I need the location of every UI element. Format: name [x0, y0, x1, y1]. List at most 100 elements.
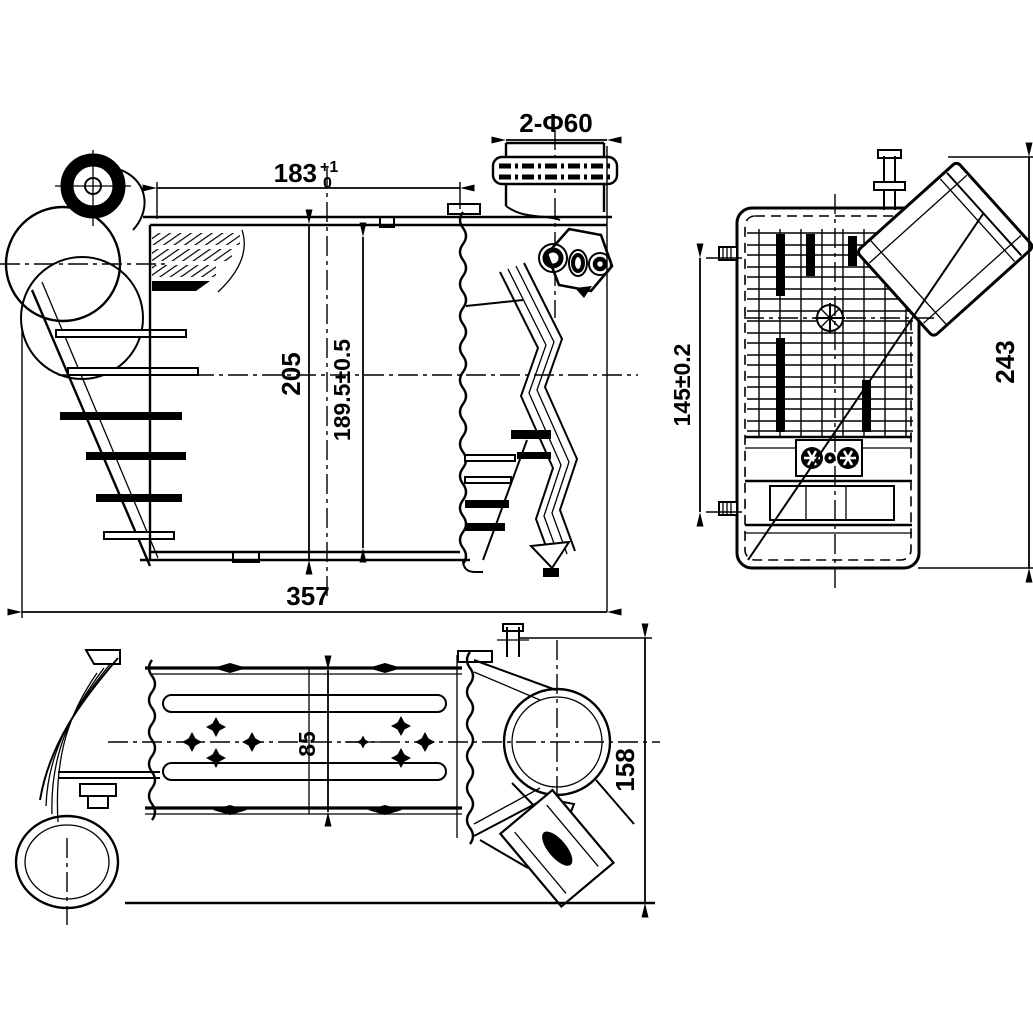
- pin-body: [718, 501, 738, 516]
- front-left-tank: [30, 281, 199, 567]
- dim-tank-height-value: 205: [276, 352, 306, 395]
- side-outlet-duct: [857, 161, 1033, 337]
- dim-pipe-diameter-value: 2-Φ60: [519, 108, 592, 138]
- bottom-body: [145, 659, 462, 821]
- front-inlet-pipe: [4, 205, 144, 380]
- side-fastener-plate: [795, 439, 863, 477]
- left-tank-serrated-edge: [147, 659, 157, 821]
- weld-star: [391, 716, 411, 736]
- dim-side-overall-height-value: 243: [990, 340, 1020, 383]
- duct-step: [79, 783, 117, 797]
- dim-core-width: 183 +1 0: [142, 158, 475, 219]
- tank-rib: [55, 329, 187, 338]
- dim-bottom-overall-depth: 158: [520, 623, 652, 918]
- bottom-clamp-bolt: [497, 623, 529, 657]
- dim-mount-pin-span-value: 145±0.2: [669, 344, 695, 427]
- tank-rib: [67, 367, 199, 376]
- sensor-port-bore: [571, 253, 585, 273]
- dim-core-depth-value: 85: [294, 731, 320, 757]
- inlet-flange-circle: [4, 205, 122, 323]
- outlet-neck-curve: [505, 205, 561, 221]
- bracket-rung: [517, 452, 551, 459]
- tank-cap: [457, 650, 493, 663]
- weld-star: [415, 732, 435, 752]
- dim-side-overall-height: 243: [918, 142, 1033, 583]
- side-centerlines: [744, 194, 938, 590]
- outlet-pipe-bore: [511, 696, 603, 788]
- core-foot: [232, 551, 260, 563]
- dim-bottom-overall-depth-value: 158: [610, 748, 640, 791]
- duct-step: [87, 795, 109, 809]
- tank-rib: [465, 523, 505, 531]
- weld-star: [206, 748, 226, 768]
- fin-hatch: [152, 233, 240, 245]
- dimensions: 183 +1 0 2-Φ60 205 189.5±0.5 357 145±0.2: [7, 108, 1033, 918]
- side-lower-strip: [769, 485, 895, 521]
- fin-hatch: [152, 249, 232, 261]
- side-view: [718, 149, 1033, 590]
- duct-body: [857, 161, 1033, 337]
- weld-star: [242, 732, 262, 752]
- dim-core-width-tol-upper: +1: [320, 159, 338, 176]
- tank-serrated-edge: [458, 211, 468, 565]
- dim-core-width-value: 183: [274, 158, 317, 188]
- tank-rib: [103, 531, 175, 540]
- dim-core-width-tol-lower: 0: [323, 175, 332, 192]
- tank-rib: [96, 494, 182, 502]
- core-slot: [162, 694, 447, 713]
- core-slot: [162, 762, 447, 781]
- bolt-head: [502, 623, 524, 632]
- front-outlet-pipe: [491, 141, 619, 221]
- side-mount-pin-bottom: [718, 501, 738, 516]
- tank-rib: [60, 412, 182, 420]
- side-top-bolt: [873, 149, 906, 210]
- front-mounting-boss: [55, 150, 146, 231]
- duct-tab: [84, 649, 121, 665]
- sensor-port: [568, 249, 588, 277]
- fin-break-line: [217, 229, 245, 293]
- flow-marker: [213, 663, 247, 673]
- sensor-port: [538, 243, 568, 273]
- outlet-clamp-flange: [491, 155, 619, 186]
- bolt-washer: [873, 181, 906, 191]
- weld-star: [206, 717, 226, 737]
- sensor-port-bore: [592, 256, 608, 272]
- fin-hatch: [152, 265, 216, 277]
- front-right-tank: [447, 203, 528, 573]
- bracket-foot-pad: [543, 568, 559, 577]
- dim-mount-pin-span: 145±0.2: [669, 243, 742, 527]
- section-diagonal: [747, 213, 984, 561]
- bottom-left-duct: [14, 649, 160, 910]
- bottom-view: [14, 623, 660, 925]
- dim-core-height-value: 189.5±0.5: [329, 339, 355, 441]
- front-bracket: [465, 262, 579, 577]
- front-view: [0, 130, 638, 600]
- inlet-pipe-bore: [24, 824, 110, 900]
- boss-tangent: [120, 169, 146, 231]
- tank-rib: [465, 500, 509, 508]
- tank-cap: [447, 203, 481, 215]
- tank-rib: [464, 454, 516, 462]
- core-tab: [379, 217, 395, 228]
- tank-rib: [464, 476, 512, 484]
- weld-star: [182, 732, 202, 752]
- bottom-bracket: [479, 779, 635, 909]
- dim-core-height: 189.5±0.5: [329, 222, 367, 563]
- flow-marker: [368, 663, 402, 673]
- sensor-port-bore: [542, 247, 564, 269]
- fin-hatch-solid: [152, 281, 210, 291]
- inlet-pipe-end: [14, 814, 120, 910]
- front-core: [140, 215, 612, 563]
- dim-overall-width-value: 357: [286, 581, 329, 611]
- bracket-slot: [542, 831, 573, 866]
- inlet-bore-circle: [20, 256, 144, 380]
- bolt-head: [877, 149, 902, 159]
- sensor-pointer: [575, 286, 592, 298]
- dim-pipe-diameter: 2-Φ60: [491, 108, 622, 612]
- tank-bottom-hook: [462, 559, 483, 573]
- sensor-port: [588, 252, 612, 276]
- bracket-rung: [511, 430, 551, 439]
- tank-rib: [86, 452, 186, 460]
